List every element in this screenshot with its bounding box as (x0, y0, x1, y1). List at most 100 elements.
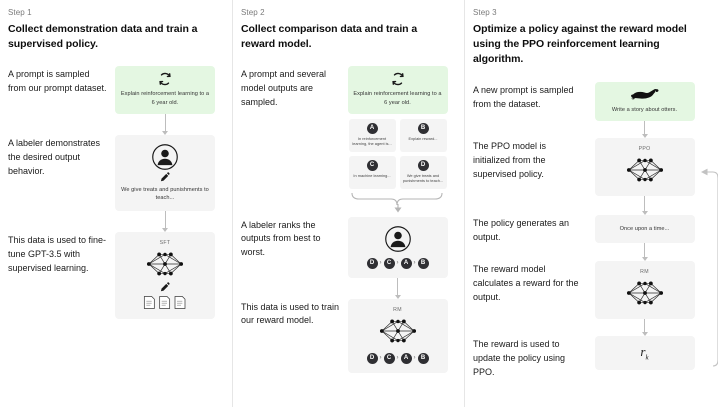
option-letter: A (366, 122, 378, 134)
rank-separator: › (379, 260, 382, 267)
neural-network-icon (623, 153, 667, 187)
rank-chip-4: B (417, 257, 429, 269)
prompt-box: Write a story about otters. (594, 81, 695, 121)
step-3-graphic-5: rk (579, 335, 710, 371)
person-icon (384, 225, 412, 253)
step-3-graphic-1: Write a story about otters. (579, 81, 710, 138)
step-3-title: Optimize a policy against the reward mod… (473, 23, 687, 66)
step-1-title: Collect demonstration data and train a s… (8, 23, 198, 51)
refresh-icon (158, 72, 172, 86)
step-3-row-prompt: A new prompt is sampled from the dataset… (473, 81, 710, 138)
rank-chip-1: D (366, 352, 378, 364)
step-3-caption-4: The reward model calculates a reward for… (473, 263, 579, 302)
prompt-box: Explain reinforcement learning to a 6 ye… (347, 66, 448, 114)
rank-chip-2: C (383, 352, 395, 364)
prompt-box-text: Explain reinforcement learning to a 6 ye… (120, 91, 210, 106)
step-2-column: Step 2 Collect comparison data and train… (232, 0, 464, 407)
step-1-graphic-2: We give treats and punishments to teach.… (108, 134, 222, 232)
step-3-row-ppo: The PPO model is initialized from the su… (473, 137, 710, 215)
sft-model-box: SFT (115, 231, 215, 319)
step-1-caption-3: This data is used to fine-tune GPT-3.5 w… (8, 234, 107, 273)
option-text: In reinforcement learning, the agent is.… (352, 135, 392, 147)
arrow-down (393, 277, 403, 299)
option-letter: C (366, 159, 378, 171)
output-option-a: A In reinforcement learning, the agent i… (348, 118, 396, 152)
ppo-label: PPO (638, 145, 651, 152)
step-1-row-prompt: A prompt is sampled from our prompt data… (8, 66, 222, 135)
model-outputs-grid: A In reinforcement learning, the agent i… (348, 118, 447, 189)
pencil-icon (160, 281, 171, 292)
prompt-box: Explain reinforcement learning to a 6 ye… (115, 66, 215, 114)
step-3-caption-5: The reward is used to update the policy … (473, 338, 566, 377)
option-letter: B (417, 122, 429, 134)
reward-symbol-base: r (640, 343, 646, 359)
labeler-box: We give treats and punishments to teach.… (115, 134, 215, 211)
step-2-flow: A prompt and several model outputs are s… (241, 66, 454, 373)
step-2-caption-2: A labeler ranks the outputs from best to… (241, 219, 321, 258)
step-2-graphic-1: Explain reinforcement learning to a 6 ye… (341, 66, 454, 214)
arrow-down (160, 210, 170, 232)
step-1-label: Step 1 (8, 8, 32, 17)
option-text: In machine learning... (353, 172, 391, 178)
prompt-box-text: Write a story about otters. (611, 106, 678, 113)
step-2-row-prompt: A prompt and several model outputs are s… (241, 66, 454, 214)
step-3-row-reward: The reward is used to update the policy … (473, 335, 710, 380)
reward-model-box: RM (594, 260, 695, 319)
pencil-icon (160, 171, 171, 182)
step-3-caption-1: A new prompt is sampled from the dataset… (473, 84, 574, 109)
step-1-row-model: This data is used to fine-tune GPT-3.5 w… (8, 231, 222, 319)
arrow-down (160, 113, 170, 135)
step-3-label: Step 3 (473, 8, 497, 17)
ppo-model-box: PPO (594, 137, 695, 196)
reward-symbol-subscript: k (645, 353, 649, 362)
rank-separator: › (413, 260, 416, 267)
ranking-sequence: D › C › A › B (366, 257, 429, 269)
prompt-box-text: Explain reinforcement learning to a 6 ye… (353, 91, 442, 106)
step-2-graphic-3: RM (341, 298, 454, 373)
arrow-down (640, 242, 650, 261)
refresh-icon (391, 72, 405, 86)
rank-chip-1: D (366, 257, 378, 269)
otter-icon (630, 88, 660, 102)
rank-separator: › (413, 355, 416, 362)
rank-separator: › (396, 355, 399, 362)
step-1-row-labeler: A labeler demonstrates the desired outpu… (8, 134, 222, 232)
step-3-caption-3: The policy generates an output. (473, 217, 570, 242)
neural-network-icon (376, 314, 420, 348)
rank-separator: › (396, 260, 399, 267)
step-1-graphic-3: SFT (108, 231, 222, 319)
rank-chip-4: B (417, 352, 429, 364)
neural-network-icon (143, 247, 187, 281)
policy-output-box: Once upon a time... (594, 214, 695, 243)
rank-chip-3: A (400, 257, 412, 269)
output-option-d: D We give treats and punishments to teac… (399, 155, 447, 189)
option-letter: D (417, 159, 429, 171)
reward-value-box: rk (594, 335, 695, 371)
step-3-flow: A new prompt is sampled from the dataset… (473, 81, 710, 380)
step-3-graphic-2: PPO (579, 137, 710, 215)
step-3-column: Step 3 Optimize a policy against the rew… (464, 0, 720, 407)
rm-label: RM (393, 306, 402, 313)
reward-symbol: rk (640, 340, 648, 365)
step-1-flow: A prompt is sampled from our prompt data… (8, 66, 222, 319)
ranking-sequence: D › C › A › B (366, 352, 429, 364)
arrow-down (640, 120, 650, 138)
step-1-caption-1: A prompt is sampled from our prompt data… (8, 69, 107, 94)
neural-network-icon (623, 276, 667, 310)
documents-icon (143, 295, 187, 310)
rank-separator: › (379, 355, 382, 362)
output-option-b: B Explain reward... (399, 118, 447, 152)
person-icon (151, 143, 179, 171)
reward-model-box: RM (347, 298, 448, 373)
step-2-row-ranking: A labeler ranks the outputs from best to… (241, 216, 454, 299)
option-text: We give treats and punishments to teach.… (402, 172, 444, 184)
converging-brace-icon (348, 191, 448, 215)
rank-chip-3: A (400, 352, 412, 364)
arrow-down (640, 318, 650, 336)
step-3-caption-2: The PPO model is initialized from the su… (473, 140, 547, 179)
rm-label: RM (640, 268, 649, 275)
step-2-label: Step 2 (241, 8, 265, 17)
arrow-down (640, 195, 650, 215)
step-3-graphic-4: RM (579, 260, 710, 336)
step-2-caption-1: A prompt and several model outputs are s… (241, 69, 327, 108)
